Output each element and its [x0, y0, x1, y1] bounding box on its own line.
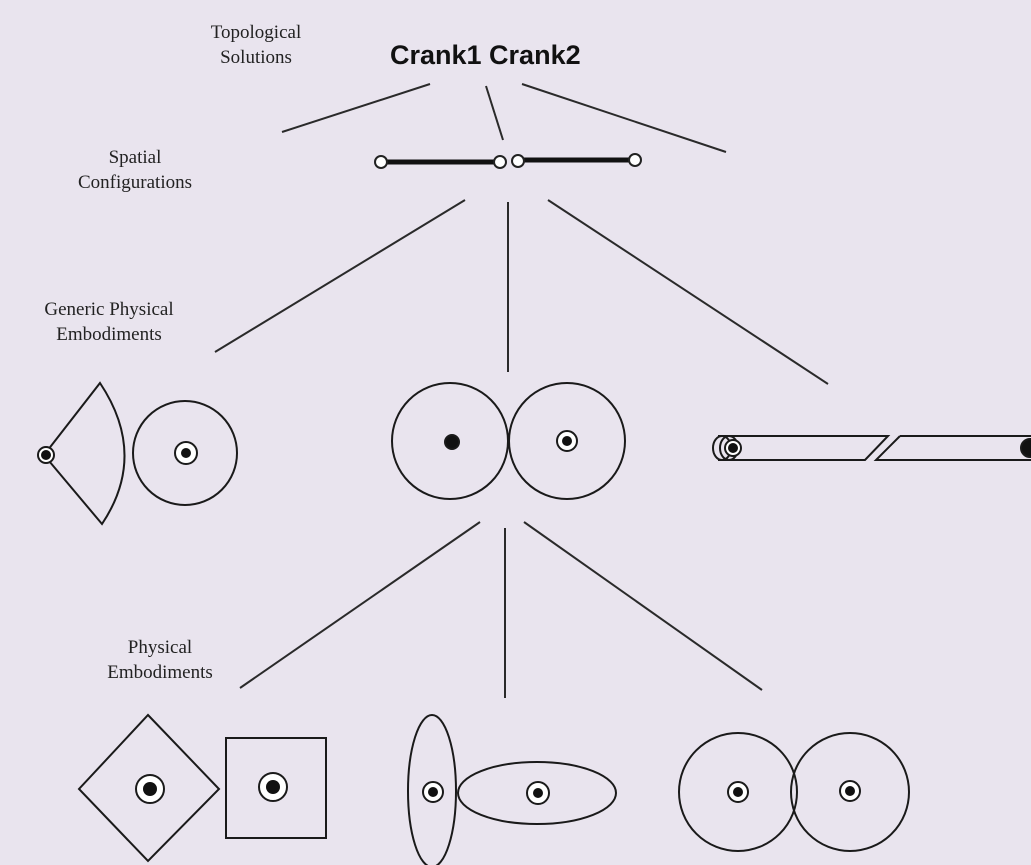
connector — [547, 199, 829, 385]
spatial-configuration-links — [374, 153, 642, 169]
connector — [485, 85, 504, 141]
physical-diamond-square — [77, 713, 327, 863]
connector — [239, 521, 481, 689]
physical-ellipses — [407, 714, 617, 865]
connector — [523, 521, 763, 691]
label-topological-solutions: Topological Solutions — [181, 20, 331, 70]
generic-double-disc — [391, 382, 626, 500]
label-line: Physical — [127, 637, 193, 658]
label-line: Solutions — [220, 47, 292, 68]
label-line: Spatial — [108, 147, 162, 168]
label-physical-embodiments: Physical Embodiments — [80, 635, 240, 685]
connector — [214, 199, 466, 353]
label-line: Generic Physical — [44, 299, 174, 320]
label-line: Configurations — [78, 172, 192, 193]
label-spatial-configurations: Spatial Configurations — [45, 145, 225, 195]
pivot-joints — [37, 430, 1031, 805]
generic-bars — [712, 435, 1031, 461]
label-generic-physical-embodiments: Generic Physical Embodiments — [14, 297, 204, 347]
label-line: Embodiments — [56, 324, 162, 345]
label-line: Embodiments — [107, 662, 213, 683]
connector — [521, 83, 727, 153]
connector — [281, 83, 431, 133]
generic-sector-disc — [42, 381, 238, 526]
label-line: Topological — [210, 22, 302, 43]
diagram-title: Crank1 Crank2 — [390, 40, 581, 70]
physical-double-disc — [678, 732, 910, 852]
